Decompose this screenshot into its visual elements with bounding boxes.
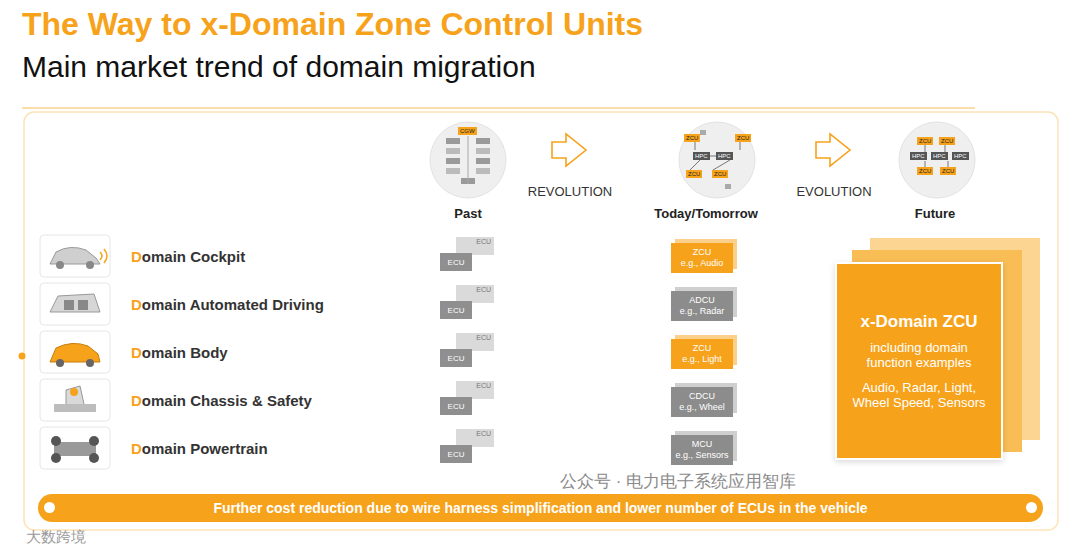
node-text: e.g., Sensors — [675, 450, 728, 461]
node-text: e.g., Audio — [681, 258, 724, 269]
domain-name: Domain Powertrain — [131, 440, 268, 457]
ecu-box: ECU — [440, 445, 472, 463]
icon-chip: ZCU — [686, 170, 702, 178]
icon-chip: HPC — [910, 152, 927, 160]
column-heading: Past — [454, 206, 481, 221]
ecu-box: ECU — [440, 349, 472, 367]
top-rule — [22, 107, 975, 109]
control-unit-box: ZCUe.g., Audio — [671, 243, 733, 273]
control-unit-box: ADCUe.g., Radar — [671, 291, 733, 321]
chassis-safety-icon — [54, 386, 96, 412]
icon-chip: HPC — [693, 152, 710, 160]
node-text: ECU — [448, 258, 465, 267]
node-text: CDCU — [689, 391, 715, 402]
node-text: ECU — [476, 382, 491, 389]
node-text: ZCU — [693, 343, 712, 354]
control-unit-box: MCUe.g., Sensors — [671, 435, 733, 465]
node-text: x-Domain ZCU — [860, 312, 977, 332]
control-unit-box: CDCUe.g., Wheel — [671, 387, 733, 417]
icon-chip: ZCU — [940, 167, 956, 175]
node-text: ECU — [448, 306, 465, 315]
domain-name: Domain Automated Driving — [131, 296, 324, 313]
node-text: ECU — [476, 286, 491, 293]
evolution-arrow — [816, 134, 850, 166]
watermark: 大数跨境 — [26, 528, 86, 547]
icon-chip: ZCU — [712, 170, 728, 178]
node-text: including domain function examples — [849, 340, 989, 370]
ecu-box: ECU — [440, 253, 472, 271]
control-unit-box: ZCUe.g., Light — [671, 339, 733, 369]
icon-chip: ZCU — [917, 167, 933, 175]
node-text: MCU — [692, 439, 713, 450]
transition-label: REVOLUTION — [528, 184, 613, 199]
revolution-arrow — [552, 134, 586, 166]
panel-dot — [19, 353, 26, 360]
domain-name: Domain Chassis & Safety — [131, 392, 312, 409]
node-text: e.g., Radar — [680, 306, 725, 317]
icon-chip: CGW — [458, 127, 477, 135]
icon-chip: HPC — [952, 152, 969, 160]
node-text: Audio, Radar, Light, Wheel Speed, Sensor… — [849, 380, 989, 410]
slide-title: The Way to x-Domain Zone Control Units — [22, 6, 643, 43]
cockpit-car-icon — [50, 247, 107, 269]
icon-chip: ZCU — [735, 134, 751, 142]
icon-chip: ZCU — [939, 137, 955, 145]
domain-name: Domain Cockpit — [131, 248, 245, 265]
node-text: ECU — [448, 450, 465, 459]
column-heading: Today/Tomorrow — [654, 206, 758, 221]
ecu-box: ECU — [440, 301, 472, 319]
icon-chip: HPC — [931, 152, 948, 160]
icon-chip: HPC — [716, 152, 733, 160]
body-car-icon — [50, 343, 100, 367]
node-text: ZCU — [693, 247, 712, 258]
icon-chip: ZCU — [917, 137, 933, 145]
icon-chip: ZCU — [684, 134, 700, 142]
node-text: ECU — [476, 238, 491, 245]
subtitle: Main market trend of domain migration — [22, 50, 536, 84]
powertrain-chassis-icon — [51, 436, 99, 463]
automated-driving-icon — [50, 294, 100, 312]
column-heading: Future — [915, 206, 955, 221]
domain-name: Domain Body — [131, 344, 228, 361]
node-text: ECU — [448, 402, 465, 411]
ecu-box: ECU — [440, 397, 472, 415]
transition-label: EVOLUTION — [796, 184, 871, 199]
node-text: ECU — [448, 354, 465, 363]
row-icons — [40, 235, 110, 469]
watermark: 公众号 · 电力电子系统应用智库 — [560, 470, 796, 493]
node-text: e.g., Wheel — [679, 402, 725, 413]
node-text: ECU — [476, 430, 491, 437]
node-text: e.g., Light — [682, 354, 722, 365]
today-icon — [679, 122, 755, 198]
past-icon — [430, 122, 506, 198]
node-text: Further cost reduction due to wire harne… — [213, 500, 867, 516]
future-icon — [899, 122, 975, 198]
node-text: ADCU — [689, 295, 715, 306]
summary-band: Further cost reduction due to wire harne… — [38, 494, 1043, 522]
node-text: ECU — [476, 334, 491, 341]
panel — [24, 112, 1058, 530]
x-domain-zcu-box: x-Domain ZCU including domain function ex… — [835, 262, 1003, 460]
